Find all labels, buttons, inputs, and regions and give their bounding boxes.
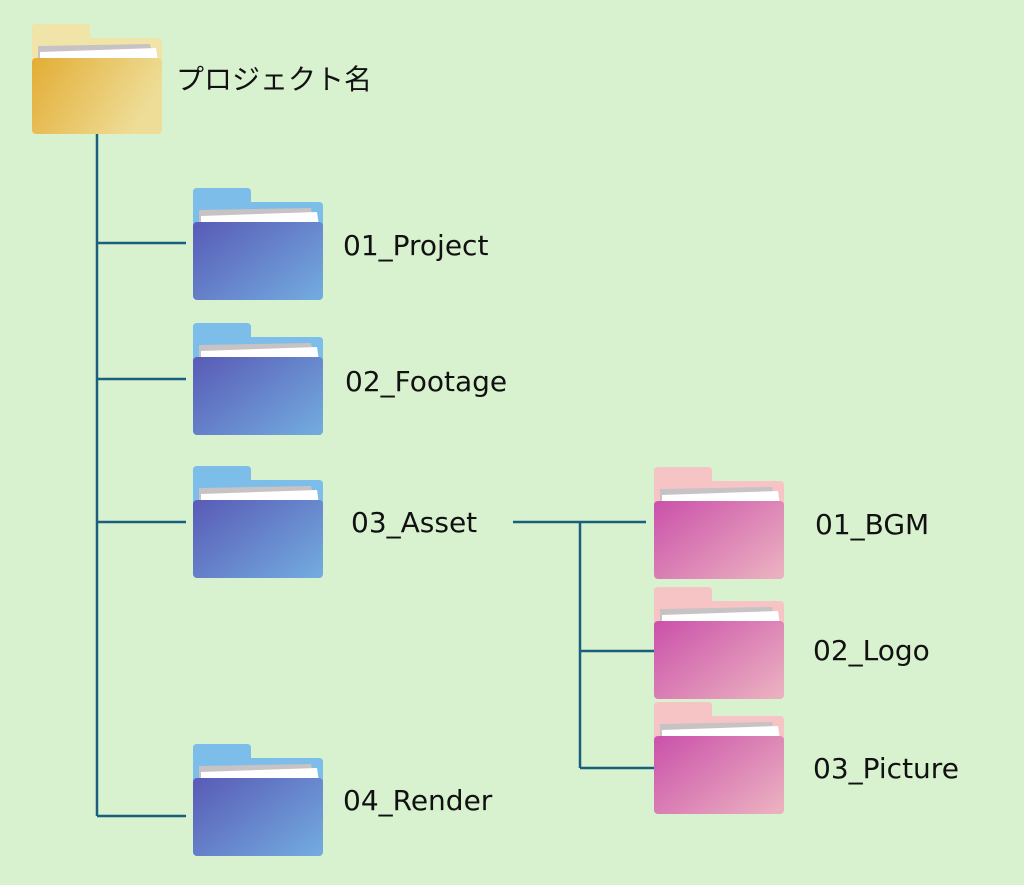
picture-folder-label: 03_Picture xyxy=(813,752,959,785)
asset-folder-icon[interactable] xyxy=(193,466,323,582)
bgm-folder-icon[interactable] xyxy=(654,467,784,583)
connector-lines xyxy=(95,133,666,818)
logo-folder-label: 02_Logo xyxy=(813,634,930,667)
project-folder-icon[interactable] xyxy=(193,188,323,304)
footage-folder-icon[interactable] xyxy=(193,323,323,439)
picture-folder-icon[interactable] xyxy=(654,702,784,818)
project-folder-label: 01_Project xyxy=(343,229,489,262)
logo-folder-icon[interactable] xyxy=(654,587,784,703)
root-folder-label: プロジェクト名 xyxy=(176,63,373,96)
bgm-folder-label: 01_BGM xyxy=(815,508,930,541)
footage-folder-label: 02_Footage xyxy=(345,365,508,398)
root-folder-icon[interactable] xyxy=(32,24,162,140)
render-folder-label: 04_Render xyxy=(343,784,493,817)
asset-folder-label: 03_Asset xyxy=(351,506,478,539)
render-folder-icon[interactable] xyxy=(193,744,323,860)
